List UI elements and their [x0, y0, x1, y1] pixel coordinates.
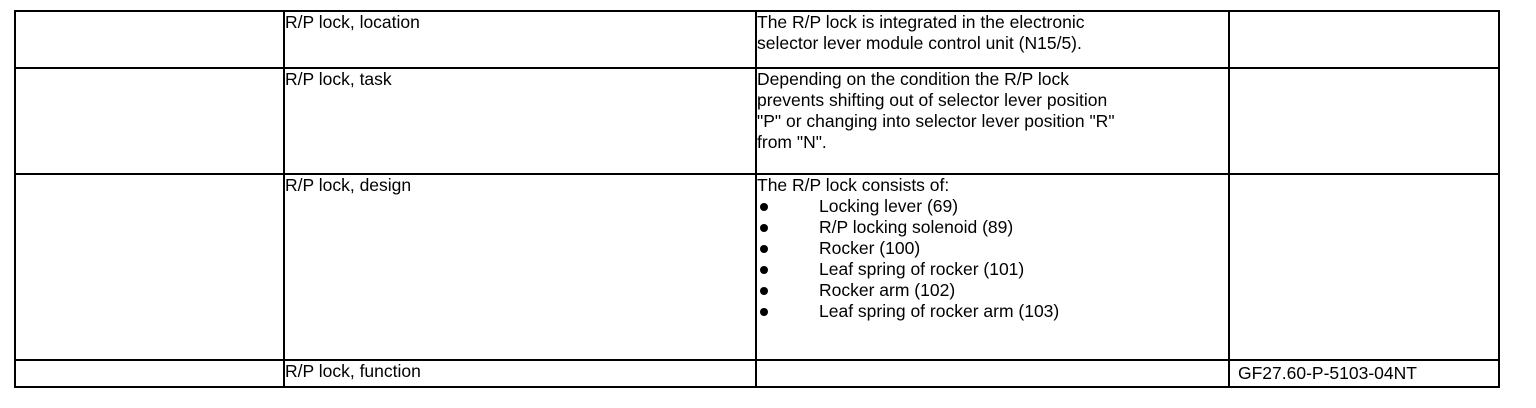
bullet-dot-icon — [760, 203, 768, 211]
table-row: R/P lock, design The R/P lock consists o… — [14, 173, 1500, 361]
list-item-label: Rocker arm (102) — [819, 280, 956, 300]
row-4-docnumber-cell: GF27.60-P-5103-04NT — [1228, 359, 1500, 388]
row-1-docnumber-cell — [1228, 10, 1500, 69]
row-3-topic-text: R/P lock, design — [285, 175, 412, 195]
row-2-cell-blank — [14, 67, 285, 175]
table-row: R/P lock, task Depending on the conditio… — [14, 67, 1500, 175]
row-2-description-text: Depending on the condition the R/P lock … — [757, 69, 1115, 152]
list-item: Rocker (100) — [757, 238, 1228, 259]
row-1-topic-text: R/P lock, location — [285, 12, 420, 32]
list-item-label: Rocker (100) — [819, 238, 921, 258]
row-4-cell-blank — [14, 359, 285, 388]
row-4-description-cell — [755, 359, 1230, 388]
row-3-description-text: The R/P lock consists of: — [757, 175, 950, 195]
row-4-topic-cell: R/P lock, function — [283, 359, 757, 388]
table-row: R/P lock, function GF27.60-P-5103-04NT — [14, 359, 1500, 388]
list-item-label: R/P locking solenoid (89) — [819, 217, 1014, 237]
component-bullet-list: Locking lever (69) R/P locking solenoid … — [757, 196, 1228, 322]
row-2-docnumber-cell — [1228, 67, 1500, 175]
row-2-topic-text: R/P lock, task — [285, 69, 392, 89]
list-item: Leaf spring of rocker arm (103) — [757, 301, 1228, 322]
document-number-text: GF27.60-P-5103-04NT — [1238, 363, 1417, 383]
bullet-dot-icon — [760, 266, 768, 274]
row-2-topic-cell: R/P lock, task — [283, 67, 757, 175]
row-3-cell-blank — [14, 173, 285, 361]
list-item: Leaf spring of rocker (101) — [757, 259, 1228, 280]
table-body: R/P lock, location The R/P lock is integ… — [14, 10, 1500, 388]
row-3-topic-cell: R/P lock, design — [283, 173, 757, 361]
bullet-dot-icon — [760, 287, 768, 295]
row-1-cell-blank — [14, 10, 285, 69]
bullet-dot-icon — [760, 224, 768, 232]
list-item-label: Leaf spring of rocker arm (103) — [819, 301, 1060, 321]
list-item: Locking lever (69) — [757, 196, 1228, 217]
row-3-docnumber-cell — [1228, 173, 1500, 361]
bullet-dot-icon — [760, 245, 768, 253]
row-4-topic-text: R/P lock, function — [285, 361, 421, 381]
row-3-description-cell: The R/P lock consists of: Locking lever … — [755, 173, 1230, 361]
row-2-description-cell: Depending on the condition the R/P lock … — [755, 67, 1230, 175]
table-row: R/P lock, location The R/P lock is integ… — [14, 10, 1500, 69]
specification-table: R/P lock, location The R/P lock is integ… — [14, 10, 1500, 388]
list-item-label: Leaf spring of rocker (101) — [819, 259, 1025, 279]
row-1-topic-cell: R/P lock, location — [283, 10, 757, 69]
list-item-label: Locking lever (69) — [819, 196, 959, 216]
row-1-description-cell: The R/P lock is integrated in the electr… — [755, 10, 1230, 69]
row-1-description-text: The R/P lock is integrated in the electr… — [757, 12, 1085, 53]
list-item: R/P locking solenoid (89) — [757, 217, 1228, 238]
list-item: Rocker arm (102) — [757, 280, 1228, 301]
bullet-dot-icon — [760, 308, 768, 316]
